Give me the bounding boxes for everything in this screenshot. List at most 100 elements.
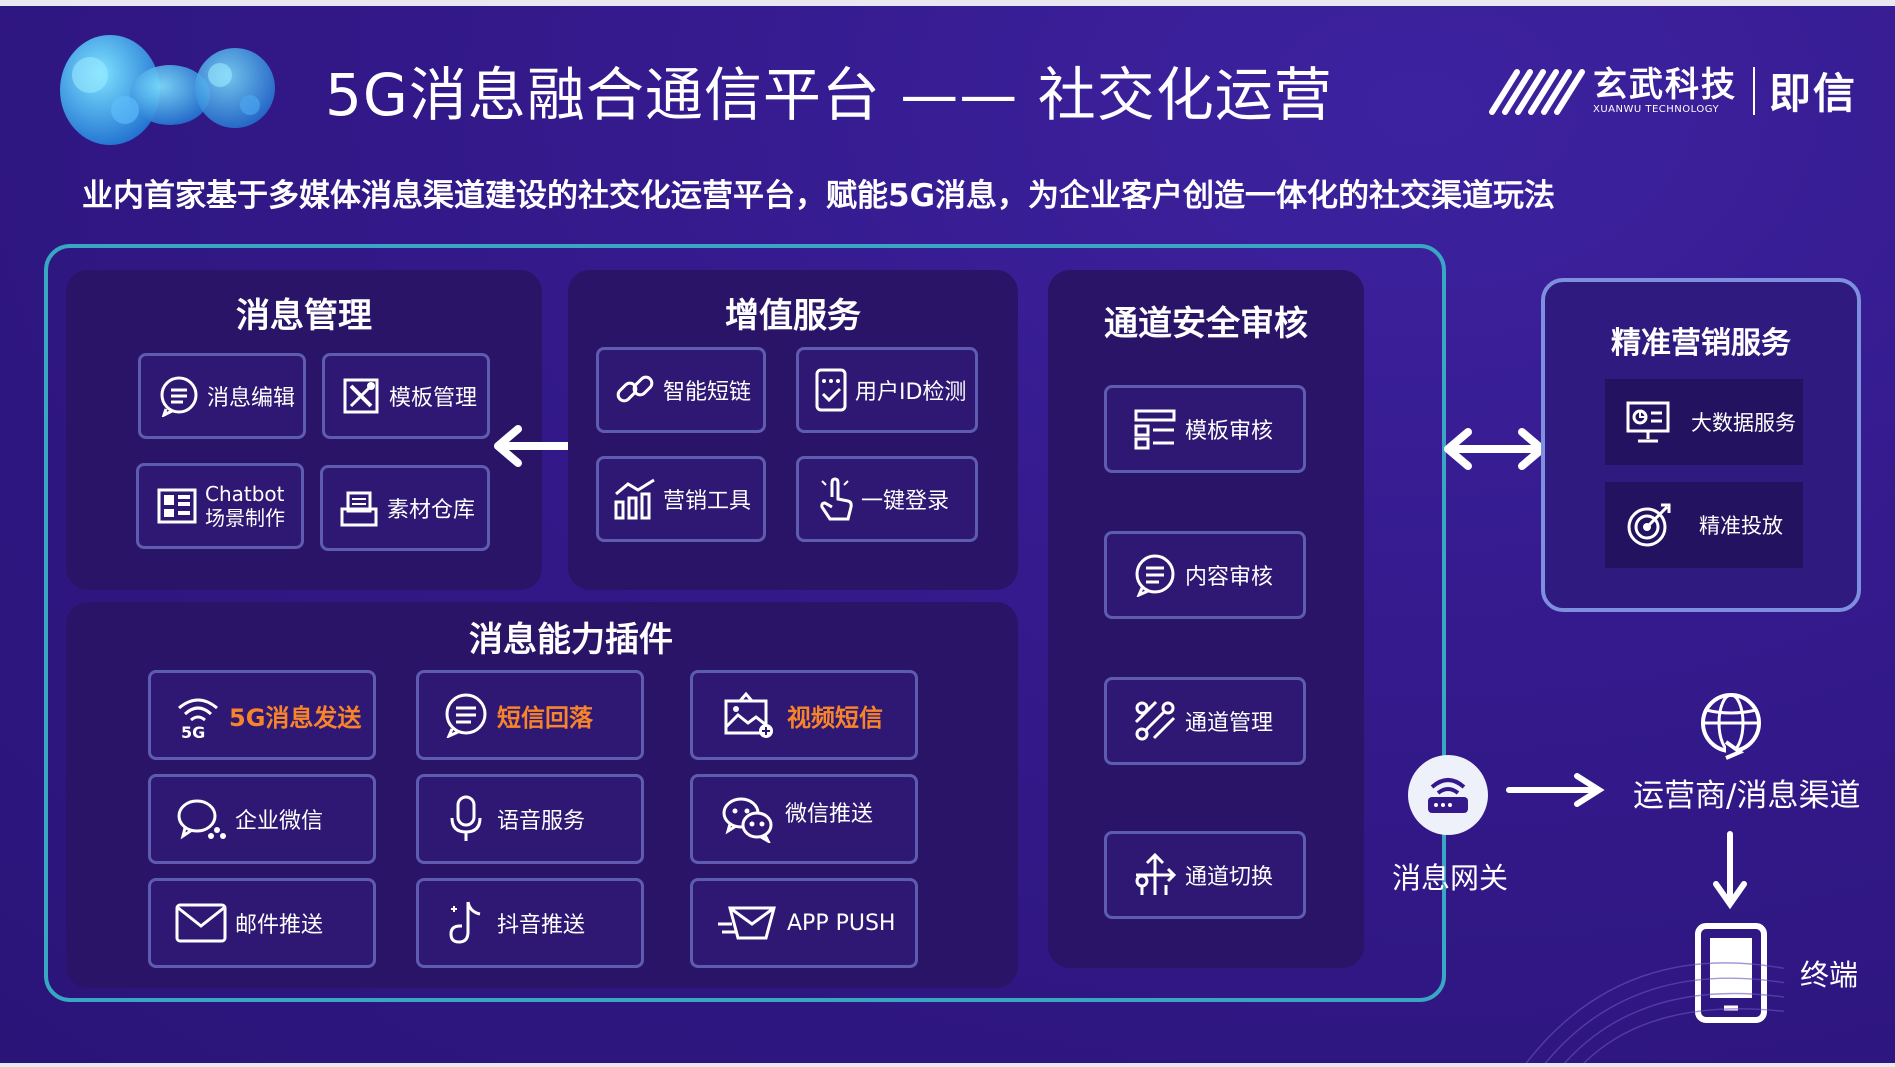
material-library-button[interactable]: 素材仓库 — [320, 465, 490, 551]
template-management-label: 模板管理 — [389, 386, 478, 411]
brand-logo: 玄武科技 XUANWU TECHNOLOGY 即信 — [1487, 60, 1857, 121]
precision-marketing-panel: 精准营销服务 大数据服务 精准投放 — [1541, 278, 1861, 612]
gateway-router-icon — [1408, 755, 1488, 835]
arrow-right-icon — [1506, 773, 1605, 807]
bidirectional-arrow-icon — [494, 425, 596, 467]
template-review-button[interactable]: 模板审核 — [1104, 385, 1306, 473]
wechat-push-button[interactable]: 微信推送 — [690, 774, 918, 864]
message-management-title: 消息管理 — [236, 296, 372, 336]
decorative-swirl — [1525, 962, 1785, 1064]
target-icon — [1625, 501, 1681, 549]
wecom-button[interactable]: 企业微信 — [148, 774, 376, 864]
operator-channel-label: 运营商/消息渠道 — [1633, 778, 1861, 814]
mobile-phone-icon — [1695, 923, 1767, 1023]
app-push-label: APP PUSH — [787, 910, 896, 936]
value-added-panel: 增值服务 智能短链 用户ID检测 营销工具 一键登录 — [568, 270, 1018, 590]
douyin-push-label: 抖音推送 — [497, 913, 586, 938]
value-added-title: 增值服务 — [725, 296, 861, 336]
bottom-strip — [0, 1063, 1895, 1067]
big-data-service-label: 大数据服务 — [1691, 411, 1796, 435]
decorative-bubbles-logo — [60, 35, 275, 145]
tap-icon — [809, 475, 861, 523]
content-review-button[interactable]: 内容审核 — [1104, 531, 1306, 619]
tiktok-icon — [435, 898, 497, 948]
channel-management-button[interactable]: 通道管理 — [1104, 677, 1306, 765]
brand-mark-icon — [1488, 68, 1585, 115]
channel-switch-button[interactable]: 通道切换 — [1104, 831, 1306, 919]
channel-security-title: 通道安全审核 — [1104, 304, 1308, 344]
wecom-label: 企业微信 — [235, 809, 324, 834]
wechat-icon — [711, 795, 785, 843]
big-data-service-item[interactable]: 大数据服务 — [1605, 379, 1803, 465]
content-review-label: 内容审核 — [1185, 565, 1274, 590]
chat-bubble-icon — [1125, 553, 1185, 597]
precision-marketing-title: 精准营销服务 — [1611, 326, 1791, 361]
brand-divider — [1752, 66, 1755, 115]
smart-shortlink-button[interactable]: 智能短链 — [596, 347, 766, 433]
5g-message-send-label: 5G消息发送 — [229, 703, 362, 732]
message-edit-label: 消息编辑 — [207, 386, 296, 411]
email-push-label: 邮件推送 — [235, 913, 324, 938]
svg-text:5G: 5G — [181, 723, 205, 740]
one-click-login-button[interactable]: 一键登录 — [796, 456, 978, 542]
app-push-button[interactable]: APP PUSH — [690, 878, 918, 968]
marketing-tools-button[interactable]: 营销工具 — [596, 456, 766, 542]
tools-icon — [333, 375, 389, 417]
voice-service-button[interactable]: 语音服务 — [416, 774, 644, 864]
video-sms-label: 视频短信 — [787, 703, 883, 732]
layout-icon — [149, 485, 205, 527]
plugins-panel: 消息能力插件 5G 5G消息发送 短信回落 视频短信 企业微信 — [66, 602, 1018, 988]
material-library-label: 素材仓库 — [387, 498, 476, 523]
brand-name: 玄武科技 — [1592, 64, 1737, 105]
mail-icon — [167, 902, 235, 944]
bar-chart-icon — [607, 476, 663, 522]
switch-icon — [1125, 851, 1185, 899]
globe-icon — [1701, 693, 1761, 760]
brand-product: 即信 — [1768, 69, 1857, 118]
5g-signal-icon: 5G — [167, 690, 229, 740]
user-id-check-button[interactable]: 用户ID检测 — [796, 347, 978, 433]
archive-icon — [331, 487, 387, 529]
plugins-title: 消息能力插件 — [469, 620, 673, 660]
top-strip — [0, 0, 1895, 6]
chatbot-scene-label-line2: 场景制作 — [205, 506, 285, 530]
douyin-push-button[interactable]: 抖音推送 — [416, 878, 644, 968]
template-management-button[interactable]: 模板管理 — [322, 353, 490, 439]
platform-frame — [44, 244, 1446, 1002]
sms-fallback-button[interactable]: 短信回落 — [416, 670, 644, 760]
wecom-icon — [167, 796, 235, 842]
sms-fallback-label: 短信回落 — [497, 703, 593, 732]
terminal-label: 终端 — [1800, 958, 1859, 992]
chat-bubble-icon — [151, 375, 207, 417]
email-push-button[interactable]: 邮件推送 — [148, 878, 376, 968]
channel-security-panel: 通道安全审核 模板审核 内容审核 通道管理 通道切换 — [1048, 270, 1364, 968]
message-edit-button[interactable]: 消息编辑 — [138, 353, 306, 439]
route-icon — [1125, 698, 1185, 744]
image-add-icon — [711, 691, 787, 739]
video-sms-button[interactable]: 视频短信 — [690, 670, 918, 760]
precision-delivery-item[interactable]: 精准投放 — [1605, 482, 1803, 568]
wechat-push-label: 微信推送 — [785, 802, 874, 827]
precision-delivery-label: 精准投放 — [1699, 514, 1783, 538]
5g-message-send-button[interactable]: 5G 5G消息发送 — [148, 670, 376, 760]
send-icon — [707, 902, 787, 944]
chatbot-scene-label-line1: Chatbot — [205, 482, 285, 506]
microphone-icon — [435, 794, 497, 844]
message-management-panel: 消息管理 消息编辑 模板管理 Chatbot 场景制作 — [66, 270, 542, 590]
arrow-down-icon — [1713, 831, 1747, 910]
user-id-check-label: 用户ID检测 — [855, 380, 967, 405]
subtitle: 业内首家基于多媒体消息渠道建设的社交化运营平台，赋能5G消息，为企业客户创造一体… — [82, 178, 1556, 214]
voice-service-label: 语音服务 — [497, 809, 586, 834]
smart-shortlink-label: 智能短链 — [663, 380, 752, 405]
page-title: 5G消息融合通信平台 —— 社交化运营 — [325, 61, 1333, 129]
chatbot-scene-button[interactable]: Chatbot 场景制作 — [136, 463, 304, 549]
channel-management-label: 通道管理 — [1185, 711, 1274, 736]
phone-check-icon — [807, 367, 855, 413]
marketing-tools-label: 营销工具 — [663, 489, 752, 514]
brand-english-name: XUANWU TECHNOLOGY — [1592, 103, 1720, 115]
one-click-login-label: 一键登录 — [861, 489, 950, 514]
template-review-label: 模板审核 — [1185, 419, 1274, 444]
monitor-chart-icon — [1625, 399, 1681, 445]
message-icon — [435, 692, 497, 738]
